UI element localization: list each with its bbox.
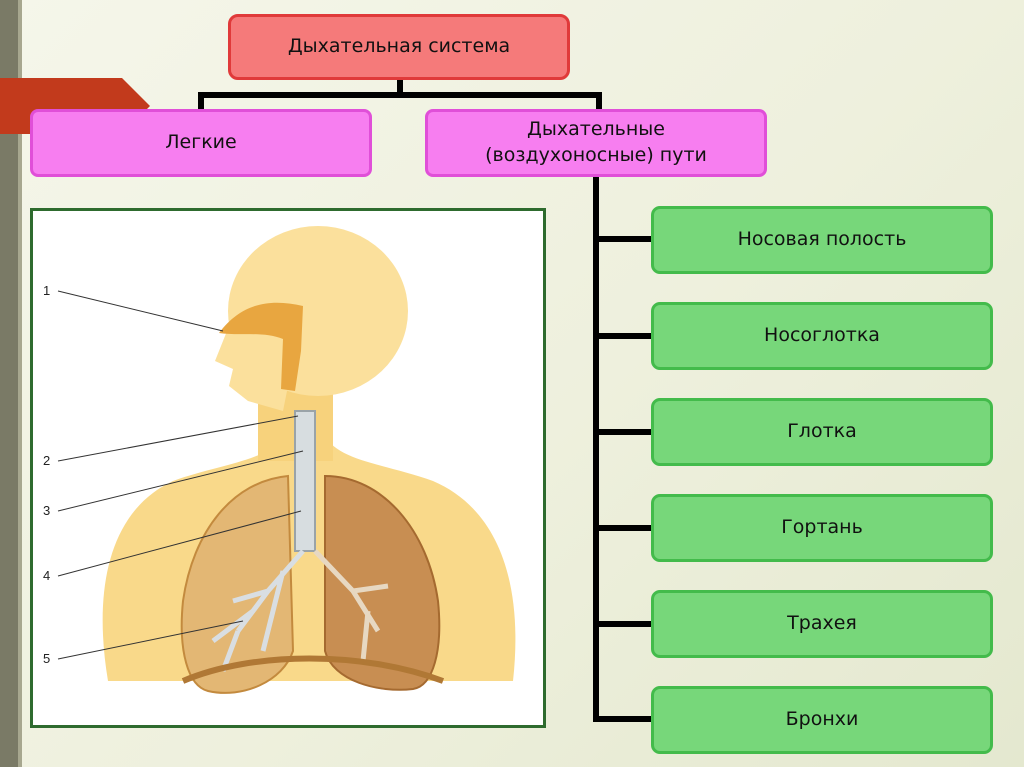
slide-left-bar	[0, 0, 18, 767]
trachea-shape	[294, 410, 316, 552]
branch-node-lungs: Легкие	[30, 109, 372, 177]
leaf-label: Бронхи	[785, 708, 859, 731]
root-node-respiratory-system: Дыхательная система	[228, 14, 570, 80]
connector-leaf-6	[593, 716, 653, 722]
leaf-node-nasopharynx: Носоглотка	[651, 302, 993, 370]
figure-label-3: 3	[43, 503, 50, 518]
leaf-node-trachea: Трахея	[651, 590, 993, 658]
connector-to-lungs	[198, 92, 204, 110]
pointer-line-4	[57, 510, 302, 577]
face-profile	[215, 321, 293, 411]
leaf-label: Трахея	[787, 612, 857, 635]
figure-label-5: 5	[43, 651, 50, 666]
leaf-label: Глотка	[787, 420, 857, 443]
connector-leaf-1	[593, 236, 653, 242]
pointer-line-1	[57, 290, 224, 332]
nasal-cavity-shape	[219, 302, 303, 391]
figure-label-2: 2	[43, 453, 50, 468]
leaf-node-bronchi: Бронхи	[651, 686, 993, 754]
connector-leaf-2	[593, 333, 653, 339]
left-bronchial-tree	[313, 549, 389, 662]
connector-leaf-5	[593, 621, 653, 627]
diaphragm-shape	[181, 655, 445, 684]
leaf-label: Гортань	[781, 516, 863, 539]
connector-leaf-4	[593, 525, 653, 531]
bronchial-tree	[211, 549, 305, 672]
left-lung-shape	[324, 474, 441, 691]
connector-root-down	[397, 80, 403, 98]
branch-airways-label: Дыхательные (воздухоносные) пути	[485, 117, 707, 168]
connector-to-airways	[596, 92, 602, 110]
connector-branch-horizontal	[198, 92, 602, 98]
slide-left-stripe	[18, 0, 22, 767]
leaf-node-larynx: Гортань	[651, 494, 993, 562]
pointer-line-2	[57, 415, 299, 462]
branch-airways-line1: Дыхательные	[527, 118, 665, 141]
branch-node-airways: Дыхательные (воздухоносные) пути	[425, 109, 767, 177]
root-node-label: Дыхательная система	[287, 35, 511, 58]
branch-airways-line2: (воздухоносные) пути	[485, 144, 707, 166]
pointer-line-3	[57, 450, 304, 512]
respiratory-anatomy-figure: 1 2 3 4 5	[30, 208, 546, 728]
branch-lungs-label: Легкие	[165, 131, 237, 154]
anatomy-illustration: 1 2 3 4 5	[43, 226, 516, 694]
figure-label-1: 1	[43, 283, 50, 298]
leaf-node-nasal-cavity: Носовая полость	[651, 206, 993, 274]
leaf-label: Носовая полость	[737, 228, 907, 251]
connector-leaf-3	[593, 429, 653, 435]
leaf-label: Носоглотка	[764, 324, 880, 347]
pointer-line-5	[57, 620, 244, 660]
connector-airways-trunk	[593, 176, 599, 722]
leaf-node-pharynx: Глотка	[651, 398, 993, 466]
figure-label-4: 4	[43, 568, 50, 583]
